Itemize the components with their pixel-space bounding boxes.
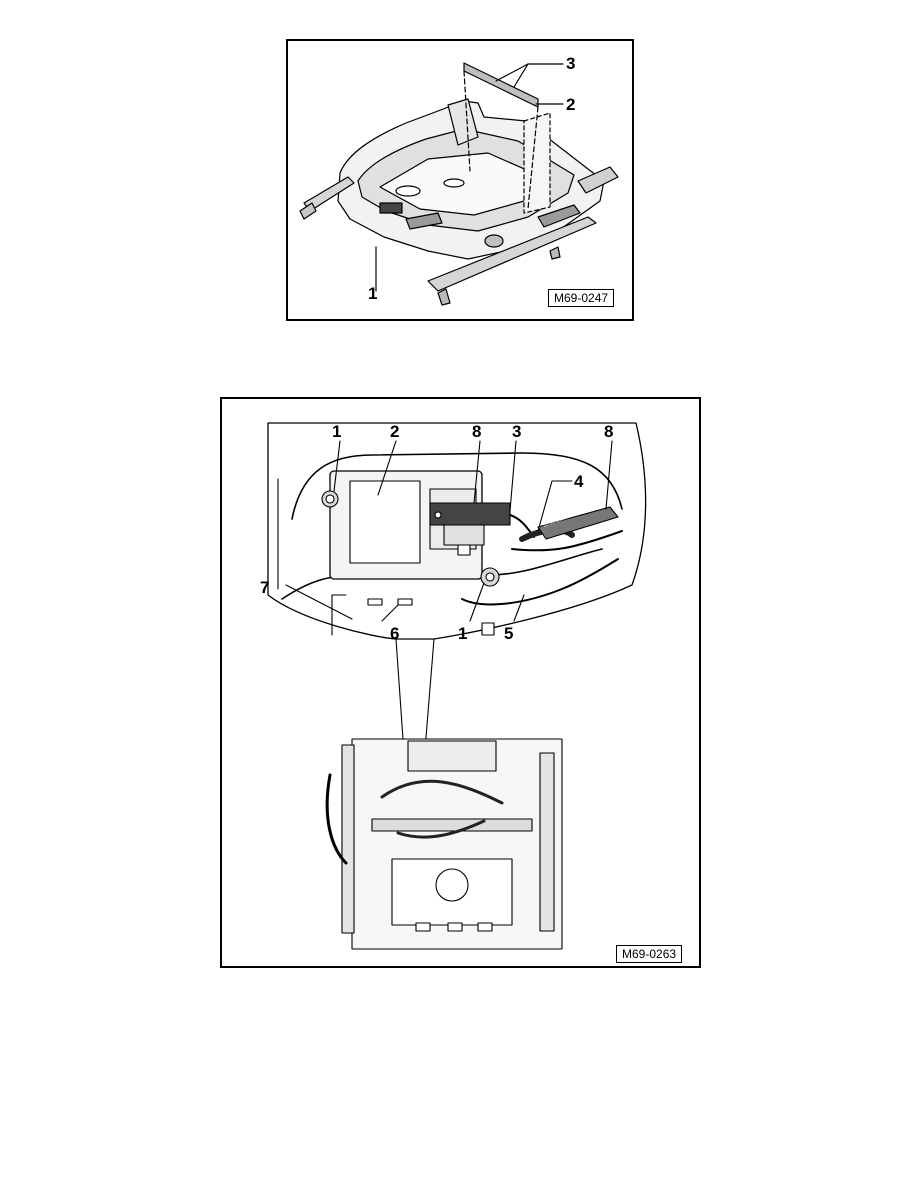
figure-reference: M69-0263 <box>616 945 683 963</box>
figure-control-unit-detail: Do not disconnect 1 2 8 3 8 4 7 6 1 5 M6… <box>220 397 701 968</box>
figure-seat-frame: 1 2 3 M69-0247 <box>286 39 634 321</box>
detail-callout-6: 6 <box>390 624 400 643</box>
detail-callout-8-right: 8 <box>604 422 614 441</box>
detail-callout-4: 4 <box>574 472 584 491</box>
detail-callout-1-top: 1 <box>332 422 342 441</box>
callout-1: 1 <box>368 284 378 303</box>
callout-3: 3 <box>566 54 576 73</box>
detail-callout-2: 2 <box>390 422 400 441</box>
figure-reference: M69-0247 <box>548 289 615 307</box>
callout-2: 2 <box>566 95 576 114</box>
detail-callout-5: 5 <box>504 624 514 643</box>
detail-callout-1-bottom: 1 <box>458 624 468 643</box>
control-unit-drawing: Do not disconnect <box>267 422 647 950</box>
seat-frame-drawing <box>299 62 619 306</box>
detail-callout-7: 7 <box>260 578 270 597</box>
detail-callout-8-left: 8 <box>472 422 482 441</box>
detail-callout-3: 3 <box>512 422 522 441</box>
